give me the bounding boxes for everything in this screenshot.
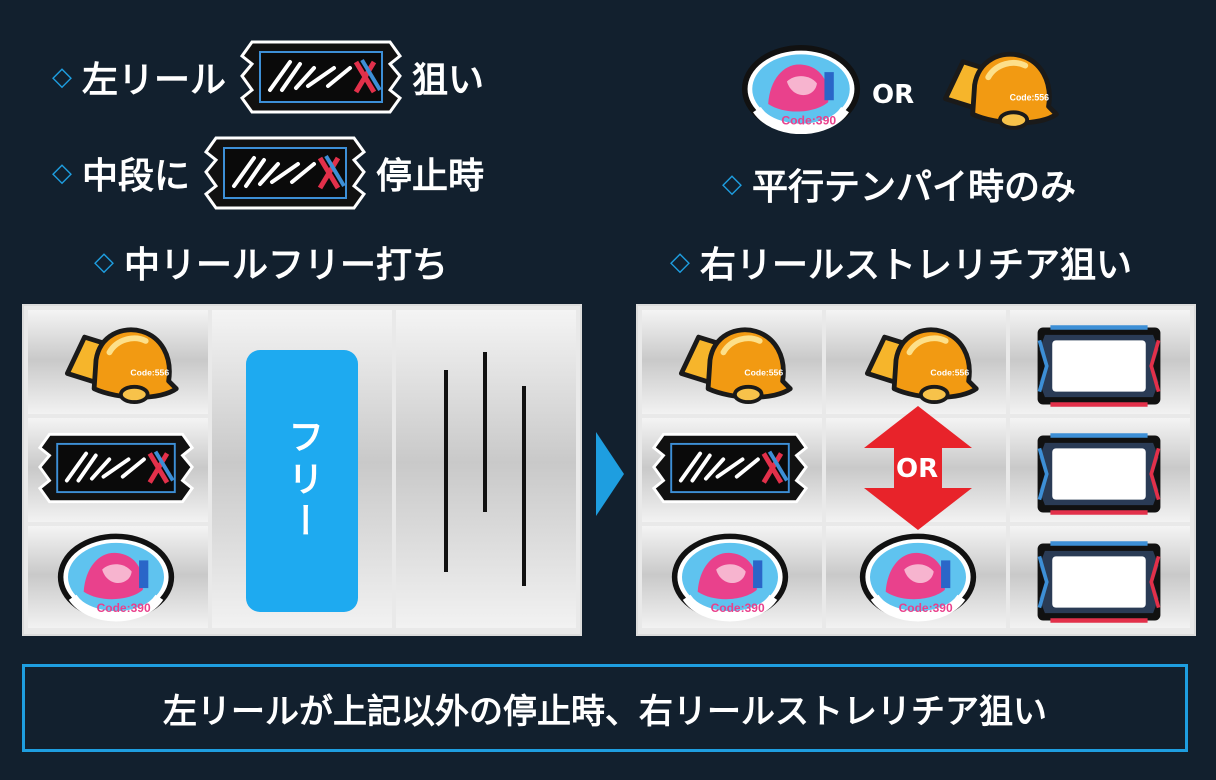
instruction-parallel-tenpai: ◇ 平行テンパイ時のみ [722, 158, 1076, 210]
instruction-center-free: ◇ 中リールフリー打ち [94, 236, 448, 288]
instruction-middle-stop: ◇ 中段に 停止時 [52, 134, 484, 212]
diamond-icon: ◇ [94, 247, 114, 277]
free-label-box: フリー [246, 350, 358, 612]
strelitzia-symbol [1024, 430, 1174, 518]
zero-two-symbol [670, 532, 790, 622]
instruction-text: 狙い [412, 60, 485, 101]
darling-logo-symbol [36, 430, 196, 506]
arrow-or-label: OR [896, 454, 939, 484]
instruction-right-strelitzia: ◇ 右リールストレリチア狙い [670, 236, 1132, 288]
instruction-text: 中リールフリー打ち [124, 245, 449, 286]
diamond-icon: ◇ [52, 158, 72, 188]
free-label: フリー [282, 418, 323, 544]
strelitzia-symbol [1024, 538, 1174, 626]
instruction-text: 右リールストレリチア狙い [700, 245, 1133, 286]
instruction-text: 左リール [82, 60, 227, 101]
bell-symbol [846, 318, 990, 404]
darling-logo-symbol [650, 430, 810, 506]
instruction-left-reel: ◇ 左リール 狙い [52, 38, 484, 116]
diamond-icon: ◇ [722, 169, 742, 199]
zero-two-symbol [56, 532, 176, 622]
darling-logo-symbol [238, 38, 404, 116]
darling-logo-symbol [202, 134, 368, 212]
footer-note-box: 左リールが上記以外の停止時、右リールストレリチア狙い [22, 664, 1188, 752]
instruction-text: 中段に [82, 156, 191, 197]
bell-symbol [660, 318, 804, 404]
zero-two-symbol [858, 532, 978, 622]
strelitzia-symbol [1024, 322, 1174, 410]
up-down-arrow-icon [864, 406, 972, 530]
instruction-text: 停止時 [376, 156, 485, 197]
diamond-icon: ◇ [670, 247, 690, 277]
bell-symbol [46, 318, 190, 404]
spinning-lines [444, 352, 526, 586]
or-label: OR [872, 80, 915, 110]
diamond-icon: ◇ [52, 62, 72, 92]
footer-note: 左リールが上記以外の停止時、右リールストレリチア狙い [163, 691, 1047, 732]
arrow-right-icon [596, 432, 624, 516]
bell-symbol [924, 40, 1070, 132]
instruction-text: 平行テンパイ時のみ [752, 167, 1077, 208]
zero-two-symbol [740, 44, 862, 134]
